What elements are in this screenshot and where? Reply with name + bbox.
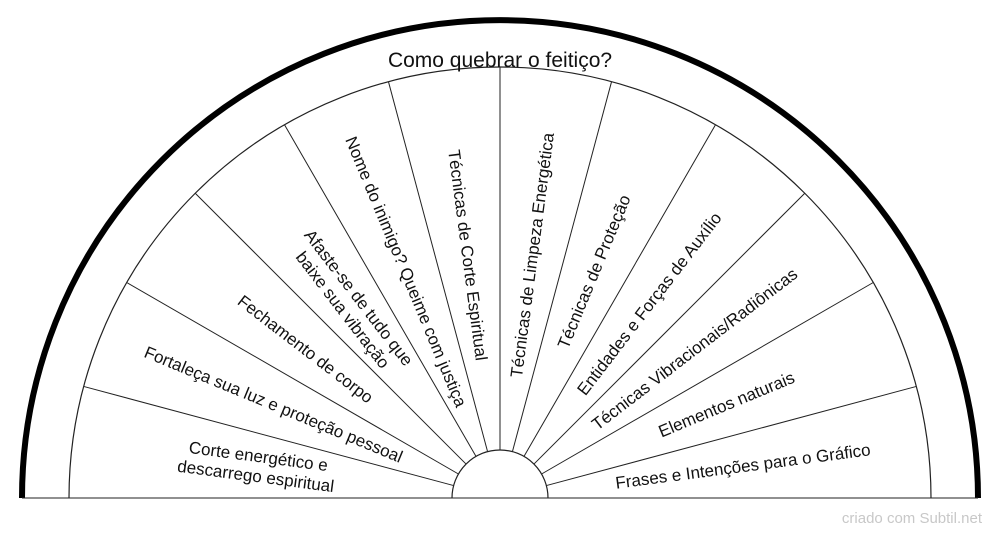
divider-lines <box>83 67 917 487</box>
outer-arc <box>19 17 981 499</box>
inner-arc <box>68 66 932 499</box>
segment-label: Técnicas de Limpeza Energética <box>507 131 558 379</box>
center-hub <box>451 449 549 499</box>
segment-divider <box>541 282 874 475</box>
segment-divider <box>511 81 613 452</box>
segment-label-line: Técnicas de Limpeza Energética <box>507 131 558 379</box>
segment-divider <box>83 385 454 487</box>
segment-divider <box>284 124 477 457</box>
segment-divider <box>546 385 917 487</box>
segment-divider <box>387 81 489 452</box>
segment-label-line: Elementos naturais <box>656 368 798 441</box>
segment-label: Corte energético edescarrego espiritual <box>176 437 338 496</box>
segment-divider <box>523 124 716 457</box>
chart-title: Como quebrar o feitiço? <box>388 49 612 72</box>
segment-label-line: Entidades e Forças de Auxílio <box>573 209 725 399</box>
segment-label: Elementos naturais <box>656 368 798 441</box>
footer-credit: criado com Subtil.net <box>841 510 982 527</box>
segment-divider <box>194 192 467 465</box>
segment-labels: Corte energético edescarrego espiritual F… <box>141 131 871 496</box>
segment-label: Frases e Intenções para o Gráfico <box>614 440 871 492</box>
segment-divider <box>533 192 806 465</box>
segment-label: Entidades e Forças de Auxílio <box>573 209 725 399</box>
segment-divider <box>126 282 459 475</box>
segment-label: Técnicas de Corte Espiritual <box>444 149 491 362</box>
segment-label-line: Frases e Intenções para o Gráfico <box>614 440 871 492</box>
segment-label-line: Técnicas de Corte Espiritual <box>444 149 491 362</box>
